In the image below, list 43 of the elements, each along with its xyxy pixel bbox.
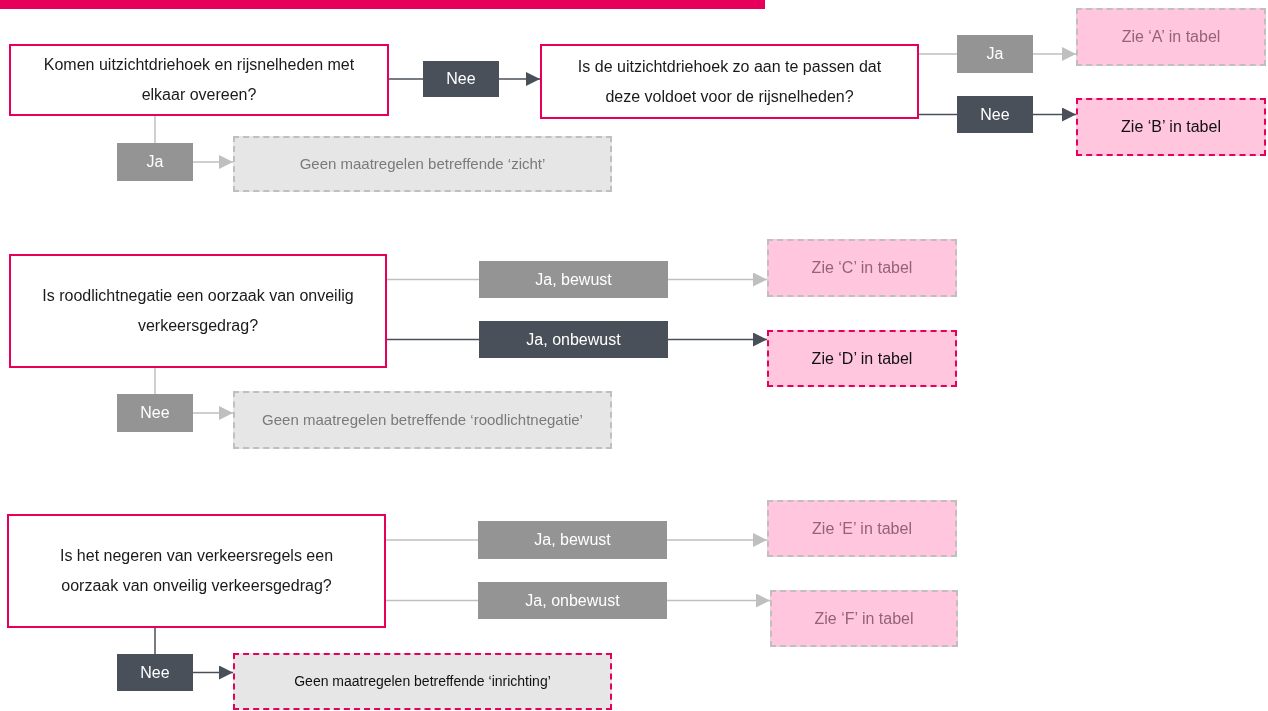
answer-label: Nee [117, 394, 193, 432]
outcome-box: Zie ‘B’ in tabel [1076, 98, 1266, 156]
answer-label: Ja [117, 143, 193, 181]
connector-line [918, 113, 958, 116]
question-box: Is roodlichtnegatie een oorzaak van onveilig verkeersgedrag? [9, 254, 387, 368]
answer-label: Ja, onbewust [478, 582, 667, 619]
arrow [667, 332, 768, 347]
connector-line [385, 599, 479, 602]
arrow [192, 665, 234, 680]
result-box: Geen maatregelen betreffende ‘inrichting’ [233, 653, 612, 710]
answer-label: Nee [117, 654, 193, 691]
question-box: Is het negeren van verkeersregels een oorzaak van onveilig verkeersgedrag? [7, 514, 386, 628]
outcome-box: Zie ‘F’ in tabel [770, 590, 958, 647]
outcome-box: Zie ‘A’ in tabel [1076, 8, 1266, 66]
answer-label: Ja, onbewust [479, 321, 668, 358]
result-box: Geen maatregelen betreffende ‘zicht’ [233, 136, 612, 192]
arrow [498, 72, 541, 86]
arrow [192, 406, 234, 420]
answer-label: Ja, bewust [478, 521, 667, 559]
outcome-box: Zie ‘C’ in tabel [767, 239, 957, 297]
connector-line [918, 53, 958, 55]
connector-line [154, 627, 156, 655]
connector-line [385, 539, 479, 541]
arrow [666, 593, 771, 608]
arrow [667, 272, 768, 287]
outcome-box: Zie ‘D’ in tabel [767, 330, 957, 387]
answer-label: Nee [423, 61, 499, 97]
answer-label: Nee [957, 96, 1033, 133]
arrow [1032, 107, 1077, 122]
answer-label: Ja [957, 35, 1033, 73]
result-box: Geen maatregelen betreffende ‘roodlichtnegatie’ [233, 391, 612, 449]
arrow [666, 533, 768, 547]
connector-line [386, 278, 480, 281]
connector-line [154, 367, 156, 395]
outcome-box: Zie ‘E’ in tabel [767, 500, 957, 557]
answer-label: Ja, bewust [479, 261, 668, 298]
connector-line [386, 338, 480, 341]
arrow [192, 155, 234, 169]
connector-line [388, 78, 424, 80]
arrow [1032, 47, 1077, 61]
connector-line [154, 115, 156, 144]
question-box: Komen uitzichtdriehoek en rijsnelheden met elkaar overeen? [9, 44, 389, 116]
question-box: Is de uitzichtdriehoek zo aan te passen dat deze voldoet voor de rijsnelheden? [540, 44, 919, 119]
